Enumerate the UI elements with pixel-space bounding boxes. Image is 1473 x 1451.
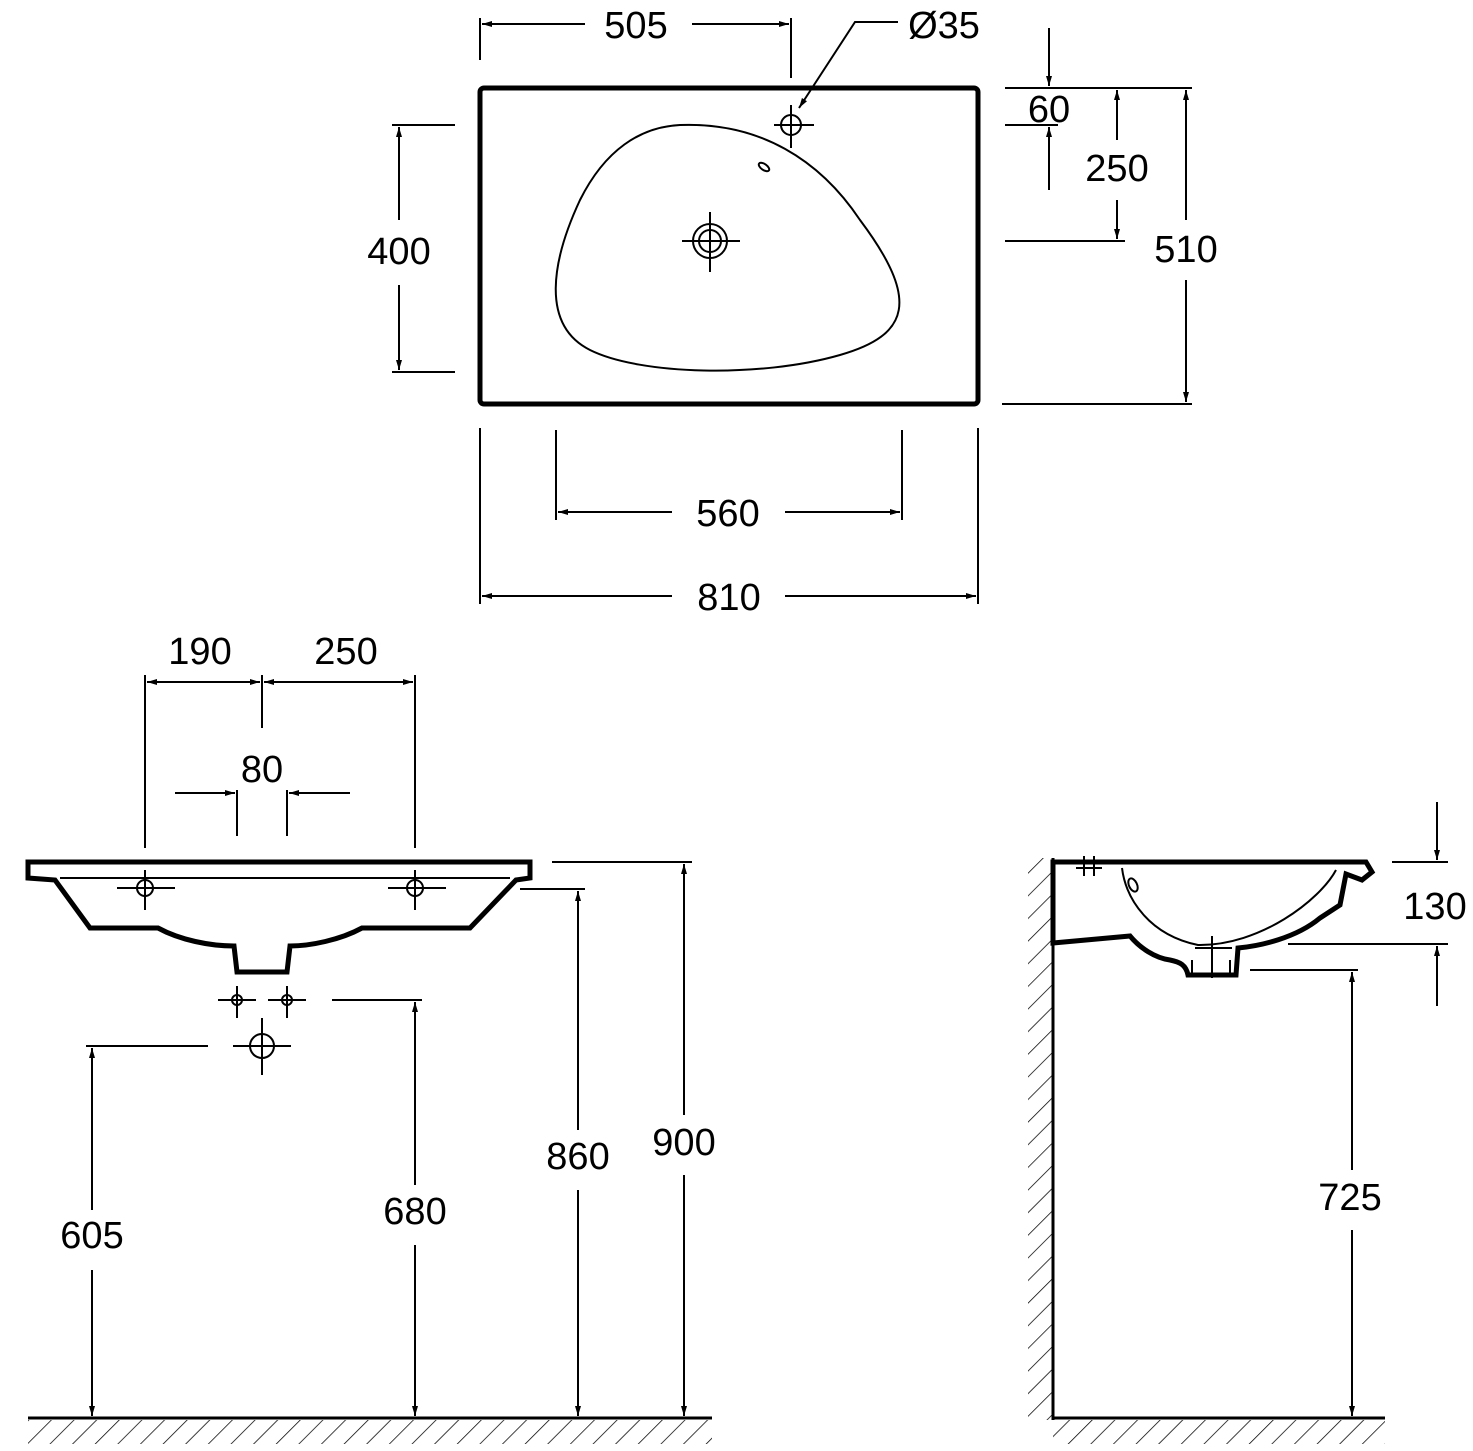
floor-hatch-front (28, 1420, 712, 1444)
dim-fixing-height: 680 (383, 1191, 446, 1233)
right-fixing-symbol (388, 870, 446, 910)
dim-tap-from-back: 60 (1028, 89, 1070, 131)
tap-hole-symbol (774, 105, 814, 148)
overflow-hole (757, 161, 771, 173)
wall-fixing-left (218, 986, 256, 1018)
basin-front-outline (25, 859, 533, 975)
dim-width: 810 (697, 577, 760, 619)
dim-rim-height: 900 (652, 1122, 715, 1164)
dim-left-fixing: 190 (168, 631, 231, 673)
front-view: 190 250 80 605 680 860 900 (25, 631, 716, 1444)
dim-bowl-height-side: 130 (1403, 886, 1466, 928)
dim-drain-from-back: 250 (1085, 148, 1148, 190)
dim-tap-offset: 505 (604, 5, 667, 47)
dim-tap-hole-diameter: Ø35 (908, 5, 980, 47)
wall-fixing-right (268, 986, 306, 1018)
drain-symbol-side (1191, 936, 1232, 978)
left-fixing-symbol (117, 870, 175, 910)
dim-bowl-depth: 400 (367, 231, 430, 273)
dim-trap-height: 725 (1318, 1177, 1381, 1219)
basin-outline-top (477, 85, 981, 407)
floor-hatch-side (1053, 1420, 1385, 1444)
dim-bowl-width: 560 (696, 493, 759, 535)
top-view: 505 Ø35 60 250 510 400 560 (367, 5, 1217, 619)
basin-side-outline (1050, 859, 1376, 978)
dim-bracket-height: 860 (546, 1136, 609, 1178)
dim-depth: 510 (1154, 229, 1217, 271)
dim-center-gap: 80 (241, 749, 283, 791)
waste-outlet-symbol (233, 1018, 291, 1075)
drain-symbol-top (682, 212, 740, 272)
side-view: 130 725 (1028, 802, 1467, 1444)
wall-fixing-side (1076, 856, 1102, 876)
bowl-outline-top (554, 123, 901, 372)
dim-waste-height: 605 (60, 1215, 123, 1257)
wall-hatch (1028, 858, 1052, 1420)
dim-right-fixing: 250 (314, 631, 377, 673)
